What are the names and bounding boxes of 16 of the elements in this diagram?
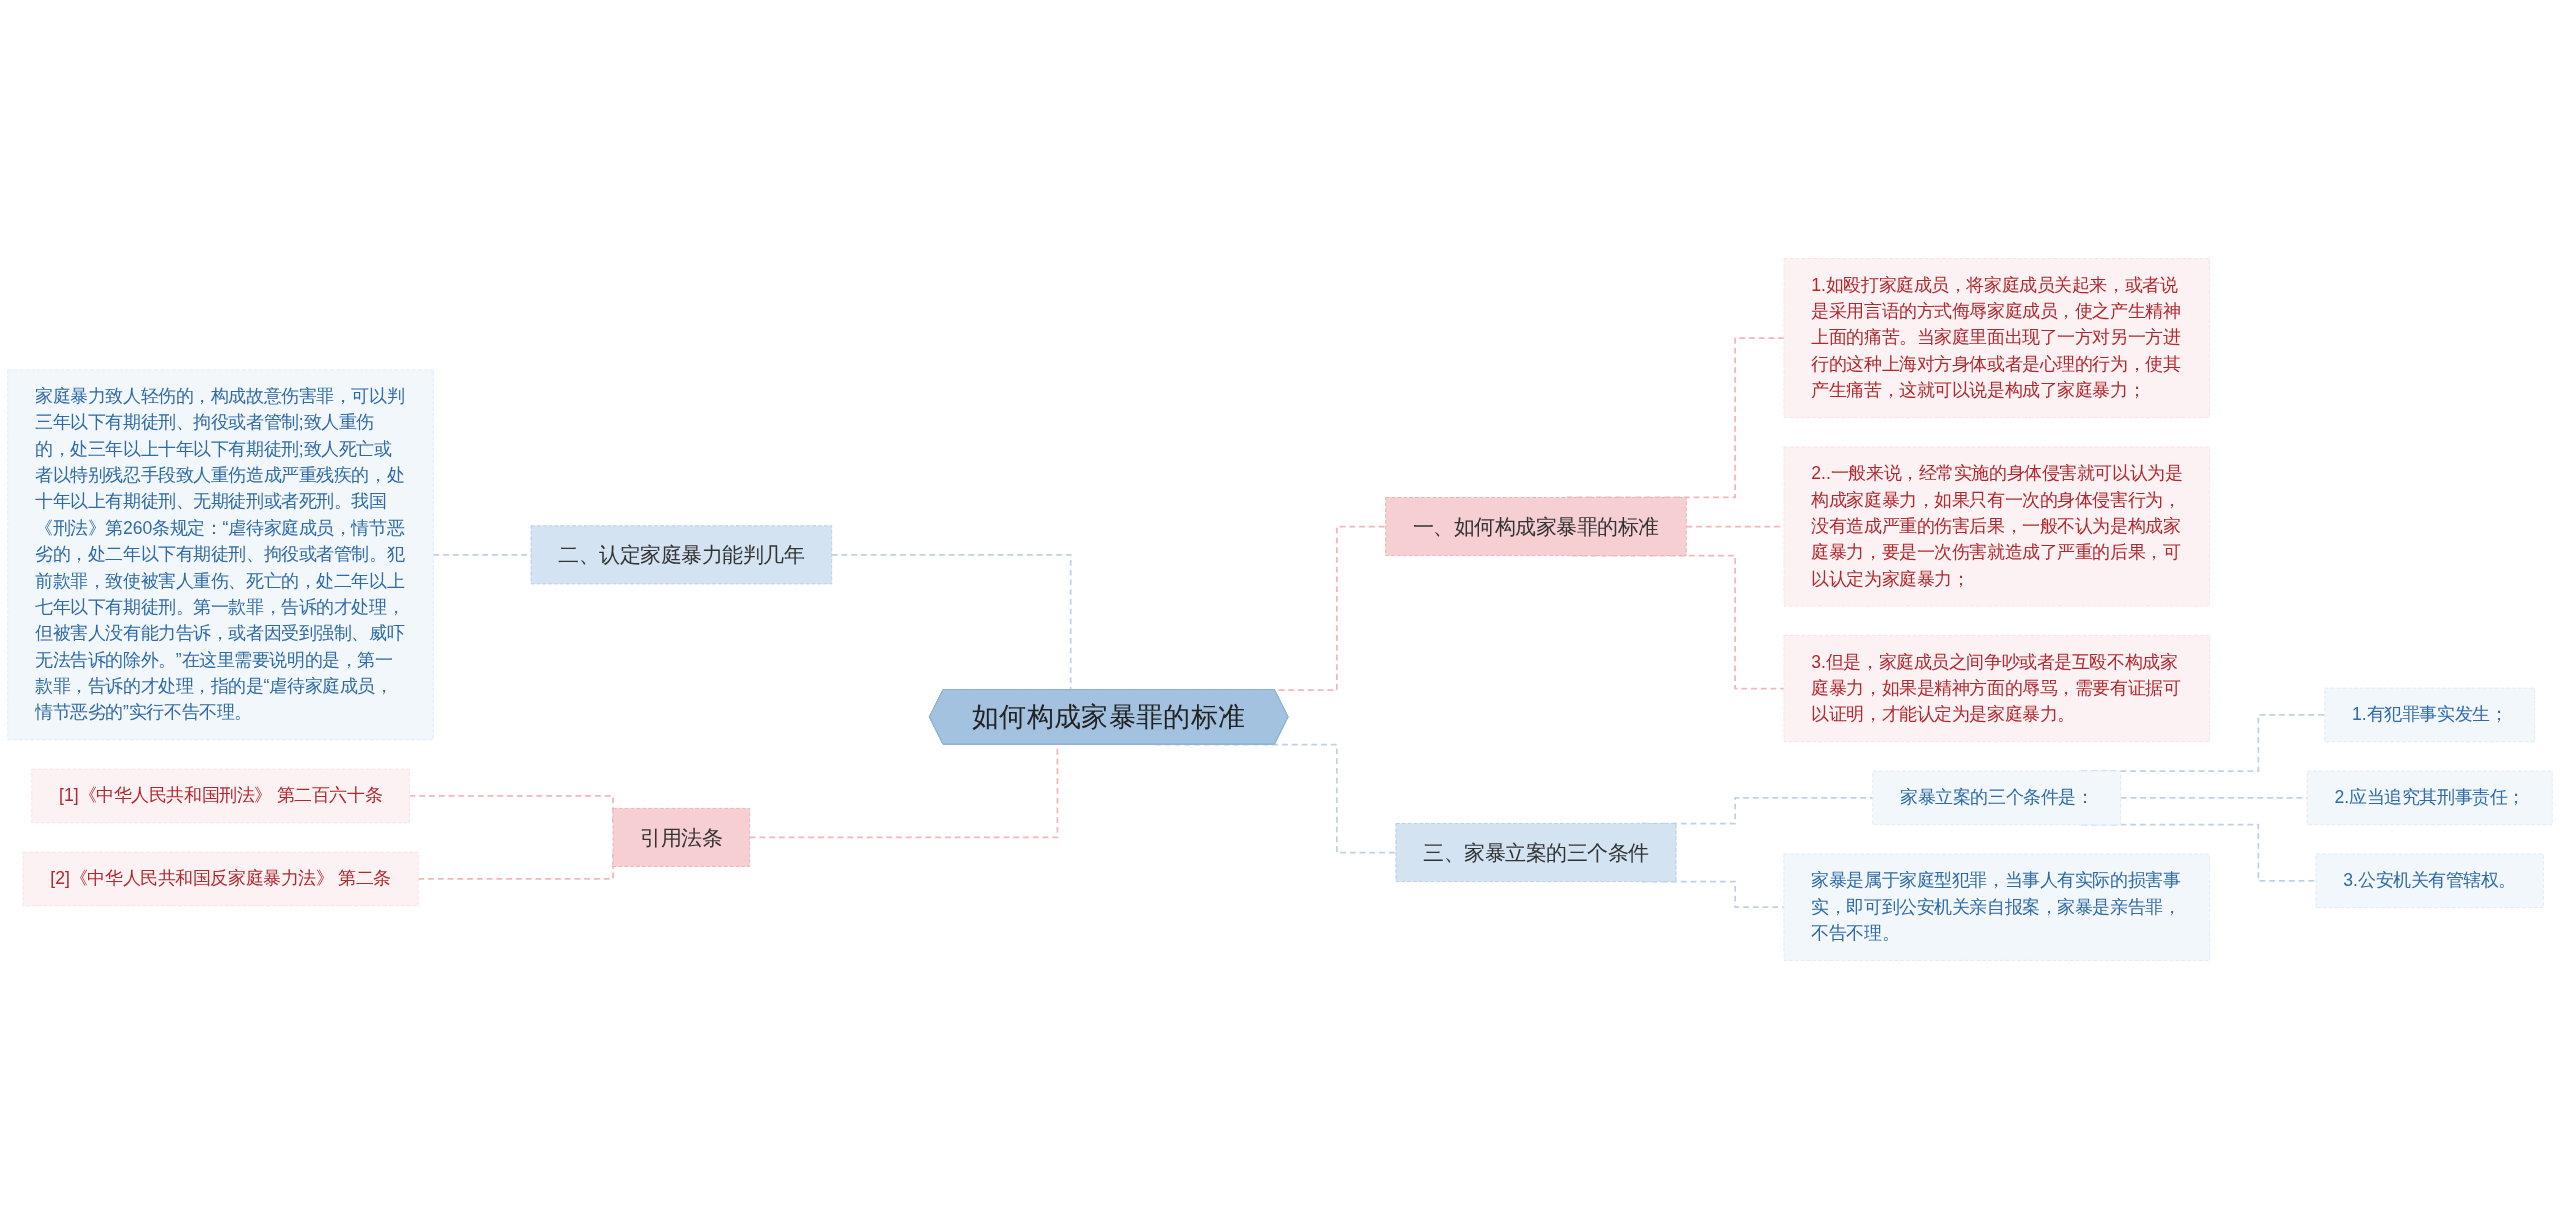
connector	[830, 553, 1072, 691]
node-box: 二、认定家庭暴力能判几年	[530, 525, 833, 585]
node-box: 2..一般来说，经常实施的身体侵害就可以认为是构成家庭暴力，如果只有一次的身体侵害行为，没有造成严重的伤害后果，一般不认为是构成家庭暴力，要是一次伤害就造成了严重的后果，可以认定为家庭暴力；	[1783, 446, 2211, 607]
node-box: 家暴是属于家庭型犯罪，当事人有实际的损害事实，即可到公安机关亲自报案，家暴是亲告罪，不告不理。	[1783, 853, 2211, 961]
node-box: 家暴立案的三个条件是：	[1872, 770, 2122, 826]
node-box: 引用法条	[612, 807, 751, 867]
node-box: 3.公安机关有管辖权。	[2315, 853, 2544, 909]
node-box: 一、如何构成家暴罪的标准	[1385, 497, 1687, 557]
node-box: [1]《中华人民共和国刑法》 第二百六十条	[31, 768, 410, 824]
node-box: 1.有犯罪事实发生；	[2324, 687, 2536, 743]
node-box: 家庭暴力致人轻伤的，构成故意伤害罪，可以判三年以下有期徒刑、拘役或者管制;致人重伤的，处三年以上十年以下有期徒刑;致人死亡或者以特别残忍手段致人重伤造成严重残疾的，处十年以上有期徒刑、无期徒刑或者死刑。我国《刑法》第260条规定：“虐待家庭成员，情节恶劣的，处二年以下有期徒刑、拘役或者管制。犯前款罪，致使被害人重伤、死亡的，处二年以上七年以下有期徒刑。第一款罪，告诉的才处理，但被害人没有能力告诉，或者因受到强制、威吓无法告诉的除外。”在这里需要说明的是，第一款罪，告诉的才处理，指的是“虐待家庭成员，情节恶劣的”实行不告不理。	[7, 369, 434, 741]
node-box: 1.如殴打家庭成员，将家庭成员关起来，或者说是采用言语的方式侮辱家庭成员，使之产生精神上面的痛苦。当家庭里面出现了一方对另一方进行的这种上海对方身体或者是心理的行为，使其产生痛苦，这就可以说是构成了家庭暴力；	[1783, 258, 2211, 419]
node-box: [2]《中华人民共和国反家庭暴力法》 第二条	[22, 851, 419, 907]
node-box: 3.但是，家庭成员之间争吵或者是互殴不构成家庭暴力，如果是精神方面的辱骂，需要有证据可以证明，才能认定为是家庭暴力。	[1783, 634, 2211, 743]
node-box: 2.应当追究其刑事责任；	[2306, 770, 2553, 826]
node-box: 三、家暴立案的三个条件	[1395, 823, 1677, 883]
